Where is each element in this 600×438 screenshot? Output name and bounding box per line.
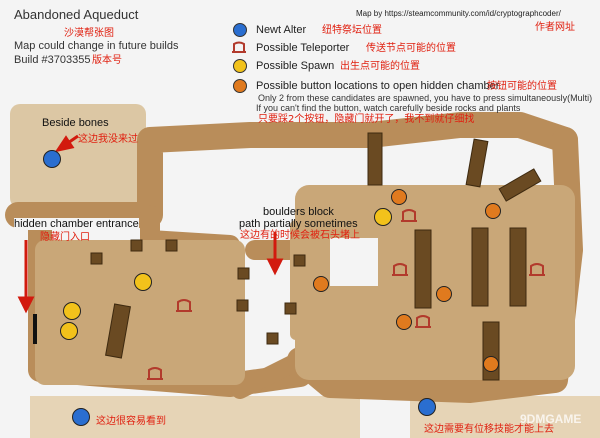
spawn-marker[interactable] xyxy=(60,322,78,340)
boulders-note: 这边有的时候会被石头堵上 xyxy=(240,230,360,241)
button-info-1: Only 2 from these candidates are spawned… xyxy=(258,93,593,103)
right-room xyxy=(295,185,575,380)
button-marker[interactable] xyxy=(396,314,412,330)
button-marker[interactable] xyxy=(391,189,407,205)
button-info-note: 只要踩2个按钮，隐藏门就开了，我不到就仔细找 xyxy=(258,114,475,125)
credit-link[interactable]: Map by https://steamcommunity.com/id/cry… xyxy=(356,9,561,18)
hidden-chamber-marker xyxy=(33,314,37,344)
spawn-marker[interactable] xyxy=(374,208,392,226)
newt-alter-icon xyxy=(233,23,247,37)
teleporter-marker[interactable] xyxy=(391,262,409,276)
teleporter-marker[interactable] xyxy=(146,366,164,380)
beside-bones-label: Beside bones xyxy=(42,117,109,129)
legend-newt-alter: Newt Alter xyxy=(256,24,307,36)
teleporter-marker[interactable] xyxy=(414,314,432,328)
button-info-2: If you can't find the button, watch care… xyxy=(256,103,521,113)
hidden-chamber-note: 隐藏门入口 xyxy=(40,232,90,243)
button-marker[interactable] xyxy=(313,276,329,292)
teleporter-marker[interactable] xyxy=(528,262,546,276)
teleporter-marker[interactable] xyxy=(400,208,418,222)
rocks xyxy=(90,132,542,381)
map-title: Abandoned Aqueduct xyxy=(14,7,139,22)
bottom-right-area xyxy=(410,396,600,438)
bottom-left-note: 这边很容易看到 xyxy=(96,416,166,427)
legend-newt-alter-note: 纽特祭坛位置 xyxy=(322,25,382,36)
credit-note: 作者网址 xyxy=(535,22,575,33)
boulders-label-2: path partially sometimes xyxy=(239,218,358,230)
annotation-arrows xyxy=(17,134,284,314)
teleporter-icon xyxy=(232,41,246,53)
button-icon xyxy=(233,79,247,93)
spawn-marker[interactable] xyxy=(63,302,81,320)
button-marker[interactable] xyxy=(483,356,499,372)
legend-teleporter: Possible Teleporter xyxy=(256,42,350,54)
build-note: 版本号 xyxy=(92,55,122,66)
legend-teleporter-note: 传送节点可能的位置 xyxy=(366,43,456,54)
hidden-chamber-label: hidden chamber entrance xyxy=(14,218,139,231)
newt-alter-marker[interactable] xyxy=(72,408,90,426)
pit xyxy=(330,238,378,286)
teleporter-marker[interactable] xyxy=(175,298,193,312)
legend-spawn-note: 出生点可能的位置 xyxy=(340,61,420,72)
build-number: Build #3703355 xyxy=(14,54,91,66)
newt-alter-marker[interactable] xyxy=(418,398,436,416)
map-subtitle: Map could change in future builds xyxy=(14,40,179,52)
spawn-marker[interactable] xyxy=(134,273,152,291)
newt-alter-marker[interactable] xyxy=(43,150,61,168)
legend-button: Possible button locations to open hidden… xyxy=(256,80,500,92)
bottom-right-note: 这边需要有位移技能才能上去 xyxy=(424,424,554,435)
legend-button-note: 按钮可能的位置 xyxy=(487,81,557,92)
watermark: 9DMGAME xyxy=(520,412,582,426)
button-marker[interactable] xyxy=(485,203,501,219)
spawn-icon xyxy=(233,59,247,73)
map-title-note: 沙漠帮张图 xyxy=(64,28,114,39)
left-room xyxy=(35,240,245,385)
boulders-label-1: boulders block xyxy=(263,206,334,218)
button-marker[interactable] xyxy=(436,286,452,302)
legend-spawn: Possible Spawn xyxy=(256,60,335,72)
beside-bones-note: 这边我没来过 xyxy=(78,134,138,145)
beside-bones-area xyxy=(10,104,146,208)
